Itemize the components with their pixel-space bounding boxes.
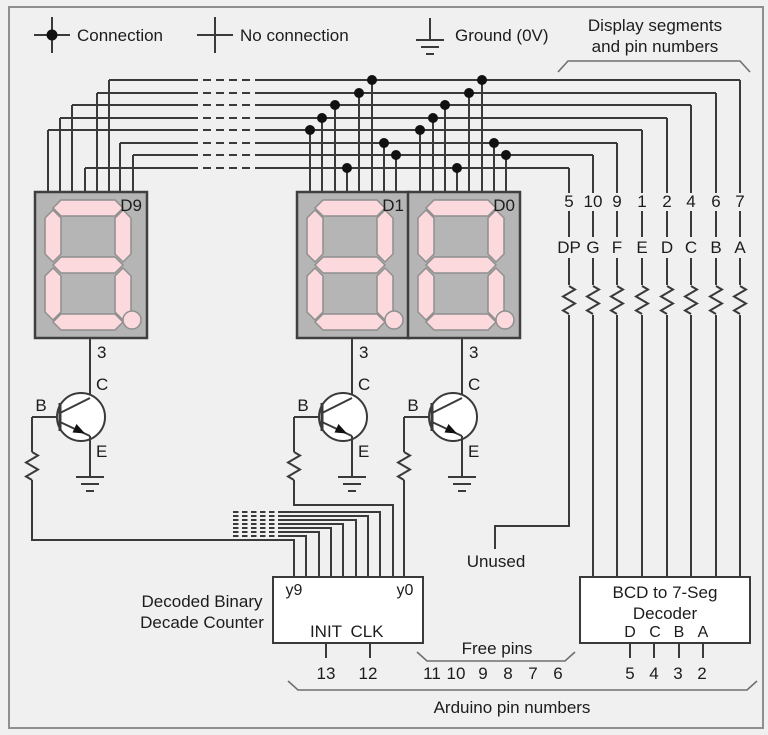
bus-wires-abbreviated-bottom [233, 511, 280, 537]
bcd-decoder: BCD to 7-Seg Decoder D C B A 5 4 3 2 [579, 576, 751, 683]
base-label: B [35, 396, 46, 415]
legend-ground-label: Ground (0V) [455, 26, 549, 45]
segment-name: B [710, 238, 721, 257]
no-connection-symbol-icon [197, 17, 233, 53]
display-segments-caption: Display segments and pin numbers [588, 16, 722, 56]
decoder-input: C [649, 624, 661, 641]
bcd-decoder-box [579, 576, 751, 644]
segment-pin-numbers: 5 10 9 1 2 4 6 7 [564, 192, 744, 211]
free-pins: Free pins 11 10 9 8 7 6 [423, 639, 563, 683]
page-border [8, 6, 764, 729]
arduino-pin: 9 [478, 664, 487, 683]
init-pin-number: 13 [317, 664, 336, 683]
legend-connection-label: Connection [77, 26, 163, 45]
segment-name: C [685, 238, 697, 257]
arduino-pin: 6 [553, 664, 562, 683]
decoder-label-line2: Decoder [633, 604, 698, 623]
decade-counter: y9 y0 INIT CLK 13 12 Decoded Binary Deca… [140, 576, 424, 683]
segment-names: DP G F E D C B A [557, 238, 746, 257]
decade-counter-box [272, 576, 424, 644]
arduino-pin: 4 [649, 664, 658, 683]
segment-ladder: 5 10 9 1 2 4 6 7 DP G F E D C B A Unused [467, 192, 747, 571]
pin-number: 5 [564, 192, 573, 211]
segment-name: E [636, 238, 647, 257]
emitter-label: E [96, 442, 107, 461]
segment-name: D [661, 238, 673, 257]
base-label: B [407, 396, 418, 415]
arduino-pin: 10 [447, 664, 466, 683]
unused-label: Unused [467, 552, 526, 571]
collector-label: C [468, 375, 480, 394]
decoder-label-line1: BCD to 7-Seg [613, 583, 718, 602]
seven-segment-display-d1: D1 3 [295, 190, 411, 362]
npn-transistor-q1: B C E [297, 375, 370, 491]
pin-number: 7 [735, 192, 744, 211]
decoder-inputs: D C B A [624, 624, 708, 641]
decoder-input: B [674, 624, 685, 641]
emitter-label: E [468, 442, 479, 461]
bus-wires [31, 79, 741, 658]
free-pins-label: Free pins [462, 639, 533, 658]
arduino-pin: 5 [625, 664, 634, 683]
arduino-pin: 7 [528, 664, 537, 683]
pin-number: 4 [686, 192, 695, 211]
pin-number: 9 [612, 192, 621, 211]
brace-arduino-pins [287, 680, 758, 691]
segment-resistors [562, 285, 747, 315]
npn-transistor-q0: B C E [407, 375, 480, 491]
display-label: D1 [382, 196, 404, 215]
segment-name: F [612, 238, 622, 257]
collector-label: C [358, 375, 370, 394]
connection-dots [305, 75, 511, 173]
caption-line1: Display segments [588, 16, 722, 35]
counter-caption-line1: Decoded Binary [142, 592, 263, 611]
clk-label: CLK [350, 622, 384, 641]
common-pin-label: 3 [359, 343, 368, 362]
legend: Connection No connection Ground (0V) [34, 17, 549, 55]
seven-segment-display-d9: D9 3 [33, 190, 149, 362]
pin-number: 6 [711, 192, 720, 211]
output-y0-label: y0 [397, 582, 414, 599]
arduino-pin: 2 [697, 664, 706, 683]
connection-symbol-icon [34, 17, 70, 53]
decoder-input: A [698, 624, 709, 641]
collector-label: C [96, 375, 108, 394]
segment-name: A [734, 238, 746, 257]
bus-wires-abbreviated-top [190, 79, 263, 169]
decoder-input: D [624, 624, 636, 641]
ground-symbol-icon [415, 18, 445, 55]
decoder-pin-numbers: 5 4 3 2 [625, 664, 706, 683]
init-label: INIT [310, 622, 342, 641]
segment-name: G [586, 238, 599, 257]
legend-no-connection-label: No connection [240, 26, 349, 45]
common-pin-label: 3 [469, 343, 478, 362]
arduino-pin: 3 [673, 664, 682, 683]
arduino-pin: 11 [423, 664, 441, 683]
pin-number: 2 [662, 192, 671, 211]
output-y9-label: y9 [286, 582, 303, 599]
caption-line2: and pin numbers [592, 37, 719, 56]
pin-number: 1 [637, 192, 646, 211]
display-label: D9 [120, 196, 142, 215]
counter-caption-line2: Decade Counter [140, 613, 264, 632]
common-pin-label: 3 [97, 343, 106, 362]
display-label: D0 [493, 196, 515, 215]
base-label: B [297, 396, 308, 415]
npn-transistor-q9: B C E [35, 375, 108, 491]
arduino-pin: 8 [503, 664, 512, 683]
brace-free-pins [416, 651, 576, 662]
arduino-pins-caption: Arduino pin numbers [434, 698, 591, 717]
brace-display-segments [557, 60, 751, 73]
clk-pin-number: 12 [359, 664, 378, 683]
segment-name: DP [557, 238, 581, 257]
seven-segment-display-d0: D0 3 [406, 190, 522, 362]
emitter-label: E [358, 442, 369, 461]
pin-number: 10 [584, 192, 603, 211]
